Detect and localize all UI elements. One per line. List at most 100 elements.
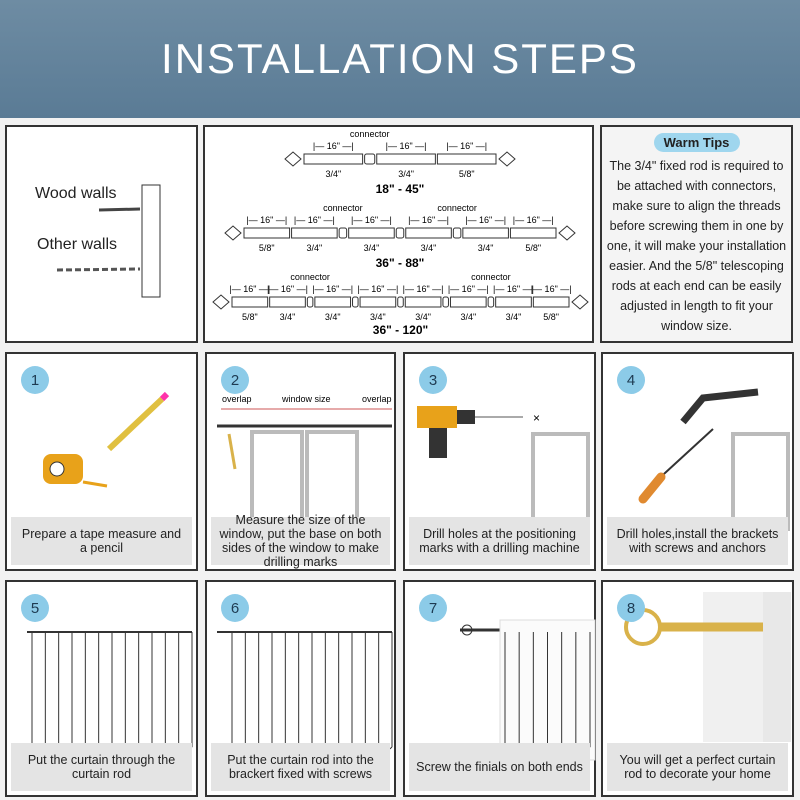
rod-segment xyxy=(462,227,509,239)
rod-segment xyxy=(314,296,352,308)
rod-segment xyxy=(404,296,442,308)
step-panel: 6 Put the curtain rod into the brackert … xyxy=(205,580,396,797)
rod-length-label: |— 16" —| xyxy=(446,141,487,151)
connector xyxy=(352,296,359,308)
rod-diameter-label: 3/4" xyxy=(460,312,476,322)
rod-diameter-label: 3/4" xyxy=(478,243,494,253)
connector-label: connector xyxy=(290,272,330,282)
window-size-label: window size xyxy=(281,394,331,404)
step-panel: 8 You will get a perfect curtain rod to … xyxy=(601,580,794,797)
step-caption: Drill holes at the positioning marks wit… xyxy=(409,517,590,565)
step-panel: 4 Drill holes,install the brackets with … xyxy=(601,352,794,571)
other-walls-label: Other walls xyxy=(37,236,118,253)
header-banner: INSTALLATION STEPS xyxy=(0,0,800,118)
step-caption: Drill holes,install the brackets with sc… xyxy=(607,517,788,565)
rod-segment xyxy=(509,227,557,239)
rod-diameter-label: 3/4" xyxy=(398,169,414,179)
step-caption: You will get a perfect curtain rod to de… xyxy=(607,743,788,791)
step-panel: 1 Prepare a tape measure and a pencil xyxy=(5,352,198,571)
step-panel: 7 Screw the finials on both ends xyxy=(403,580,596,797)
rod-diameter-label: 3/4" xyxy=(421,243,437,253)
finial-left xyxy=(284,151,302,167)
length-range-label: 36" - 120" xyxy=(373,323,428,337)
rod-segment xyxy=(376,153,436,165)
rod-diagram: |— 16" —| 3/4" connector |— 16" —| 3/4" |— 16… xyxy=(212,129,589,337)
rod-length-label: |— 16" —| xyxy=(357,284,398,294)
rod-segment xyxy=(436,153,497,165)
step-caption: Put the curtain rod into the brackert fi… xyxy=(211,743,390,791)
overlap-label: overlap xyxy=(222,394,252,404)
rod-length-label: |— 16" —| xyxy=(493,284,534,294)
step-illustration xyxy=(624,592,791,742)
finial-right xyxy=(558,225,576,241)
rod-segment xyxy=(231,296,269,308)
rod-diameter-label: 3/4" xyxy=(364,243,380,253)
wall-types-panel: Wood walls Other walls xyxy=(5,125,198,343)
rod-length-label: |— 16" —| xyxy=(513,215,554,225)
step-number-badge: 2 xyxy=(221,366,249,394)
connector xyxy=(397,296,404,308)
length-range-label: 18" - 45" xyxy=(376,182,425,196)
finial-left xyxy=(212,294,230,310)
connector xyxy=(364,153,376,165)
step-number-badge: 6 xyxy=(221,594,249,622)
svg-text:×: × xyxy=(533,411,540,425)
rod-segment xyxy=(243,227,291,239)
connector xyxy=(487,296,495,308)
step-caption: Prepare a tape measure and a pencil xyxy=(11,517,192,565)
rod-diameter-label: 3/4" xyxy=(415,312,431,322)
finial-right xyxy=(498,151,516,167)
rod-length-label: |— 16" —| xyxy=(246,215,287,225)
rod-configuration-panel: |— 16" —| 3/4" connector |— 16" —| 3/4" |— 16… xyxy=(203,125,594,343)
rod-diameter-label: 3/4" xyxy=(325,169,341,179)
rod-length-label: |— 16" —| xyxy=(465,215,506,225)
page-title: INSTALLATION STEPS xyxy=(161,35,639,82)
rod-length-label: |— 16" —| xyxy=(267,284,308,294)
rod-diameter-label: 3/4" xyxy=(370,312,386,322)
rod-segment xyxy=(269,296,306,308)
step-number-badge: 8 xyxy=(617,594,645,622)
rod-length-label: |— 16" —| xyxy=(351,215,392,225)
step-caption: Screw the finials on both ends xyxy=(409,743,590,791)
rod-length-label: |— 16" —| xyxy=(312,284,353,294)
step-number-badge: 5 xyxy=(21,594,49,622)
rod-segment xyxy=(303,153,364,165)
step-number-badge: 7 xyxy=(419,594,447,622)
length-range-label: 36" - 88" xyxy=(376,256,425,270)
step-illustration xyxy=(43,391,170,488)
rod-length-label: |— 16" —| xyxy=(313,141,354,151)
step-caption: Measure the size of the window, put the … xyxy=(211,513,390,569)
connector-label: connector xyxy=(437,203,477,213)
rod-length-label: |— 16" —| xyxy=(294,215,335,225)
rod-diameter-label: 3/4" xyxy=(307,243,323,253)
rod-diameter-label: 5/8" xyxy=(459,169,475,179)
step-panel: overlap window size overlap 2 Measure the … xyxy=(205,352,396,571)
connector-label: connector xyxy=(471,272,511,282)
rod-diameter-label: 3/4" xyxy=(280,312,296,322)
rod-segment xyxy=(532,296,570,308)
rod-segment xyxy=(405,227,452,239)
step-panel: 5 Put the curtain through the curtain ro… xyxy=(5,580,198,797)
rod-length-label: |— 16" —| xyxy=(386,141,427,151)
rod-length-label: |— 16" —| xyxy=(229,284,270,294)
rod-diameter-label: 5/8" xyxy=(543,312,559,322)
rod-diameter-label: 5/8" xyxy=(259,243,275,253)
wood-walls-label: Wood walls xyxy=(35,185,117,202)
rod-segment xyxy=(348,227,395,239)
warm-tips-title: Warm Tips xyxy=(653,133,740,152)
step-panel: × 3 Drill holes at the positioning marks… xyxy=(403,352,596,571)
rod-diameter-label: 5/8" xyxy=(242,312,258,322)
connector-label: connector xyxy=(350,129,390,139)
step-number-badge: 4 xyxy=(617,366,645,394)
rod-segment xyxy=(495,296,532,308)
connector xyxy=(442,296,449,308)
connector xyxy=(452,227,462,239)
rod-length-label: |— 16" —| xyxy=(448,284,489,294)
step-number-badge: 3 xyxy=(419,366,447,394)
rod-diameter-label: 3/4" xyxy=(506,312,522,322)
connector xyxy=(395,227,405,239)
warm-tips-panel: Warm Tips The 3/4" fixed rod is required… xyxy=(600,125,793,343)
rod-length-label: |— 16" —| xyxy=(403,284,444,294)
overlap-label: overlap xyxy=(362,394,392,404)
screw-illustration xyxy=(56,184,161,298)
